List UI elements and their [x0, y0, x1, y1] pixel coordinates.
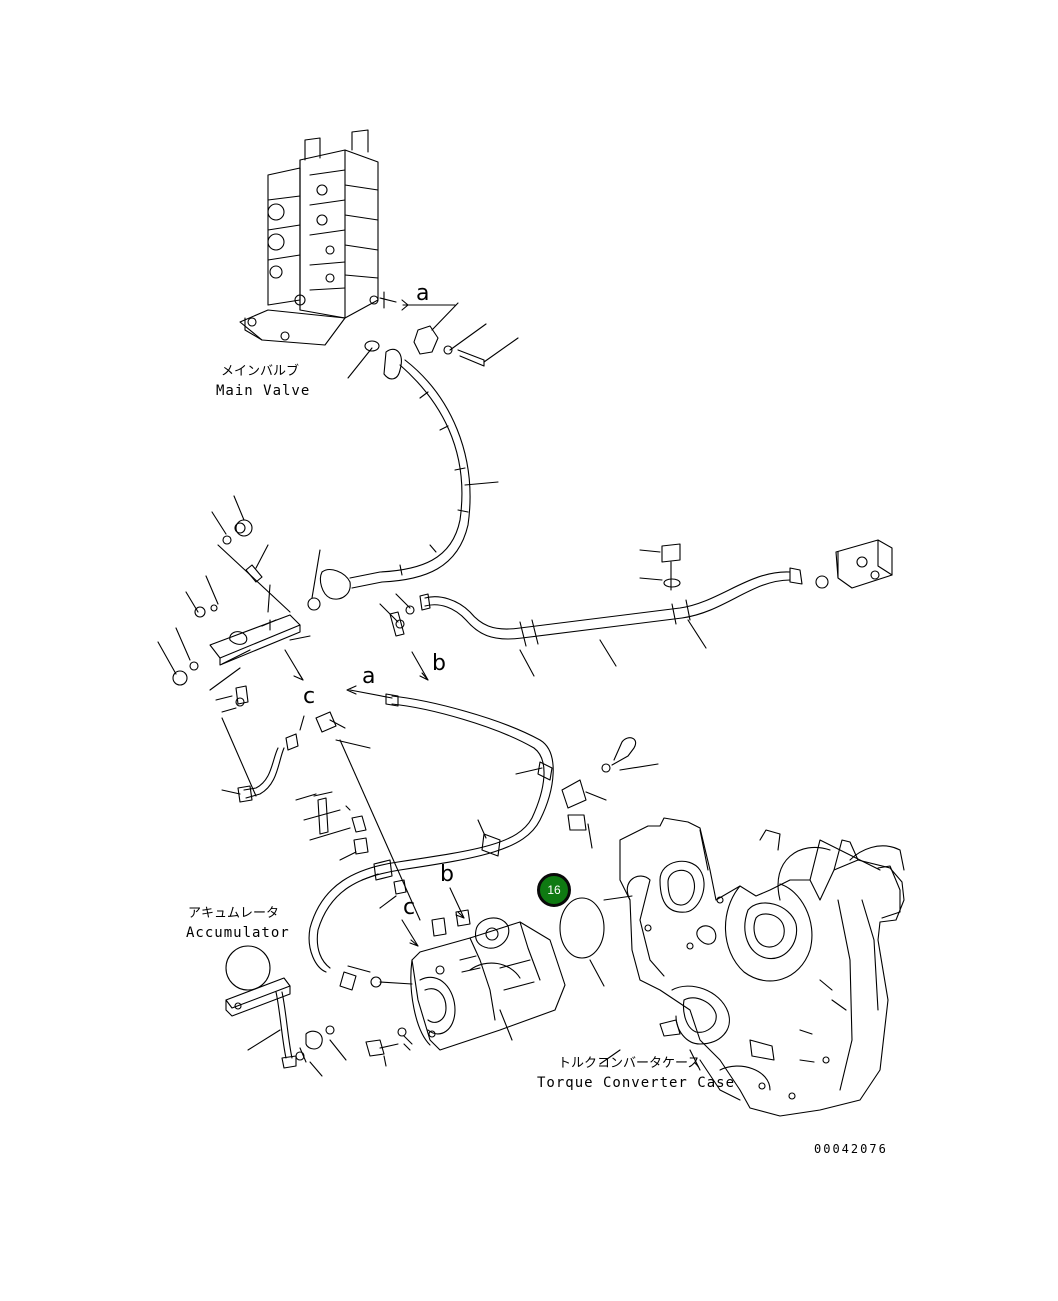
main-valve-label-jp: メインバルブ [221, 364, 300, 379]
accumulator-label-jp: アキュムレータ [188, 906, 280, 921]
torque-converter-case [619, 817, 905, 1117]
main-hose [349, 348, 499, 589]
connection-letter-b: b [432, 651, 446, 676]
part-callout-16[interactable]: 16 [537, 873, 571, 907]
fitting-stack [215, 685, 421, 921]
manifold-block [157, 495, 351, 691]
pilot-hose [308, 693, 659, 973]
connection-letter-b: b [440, 862, 454, 887]
main-valve [239, 129, 397, 346]
pump-assembly [410, 909, 566, 1051]
connection-letter-c: c [303, 684, 316, 709]
torque-converter-label-jp: トルクコンバータケース [558, 1056, 701, 1071]
o-ring [559, 897, 605, 959]
right-hose [379, 539, 893, 677]
pump-hardware [295, 965, 413, 1077]
main-valve-label-en: Main Valve [216, 383, 311, 399]
connection-letter-a: a [362, 664, 376, 689]
accumulator-label-en: Accumulator [186, 925, 290, 941]
accumulator [225, 945, 297, 1069]
drawing-number: 00042076 [814, 1142, 888, 1156]
torque-converter-label-en: Torque Converter Case [537, 1075, 736, 1091]
connection-letter-a: a [416, 281, 430, 306]
connection-letter-c: c [403, 895, 416, 920]
clamp-parts [413, 302, 519, 367]
